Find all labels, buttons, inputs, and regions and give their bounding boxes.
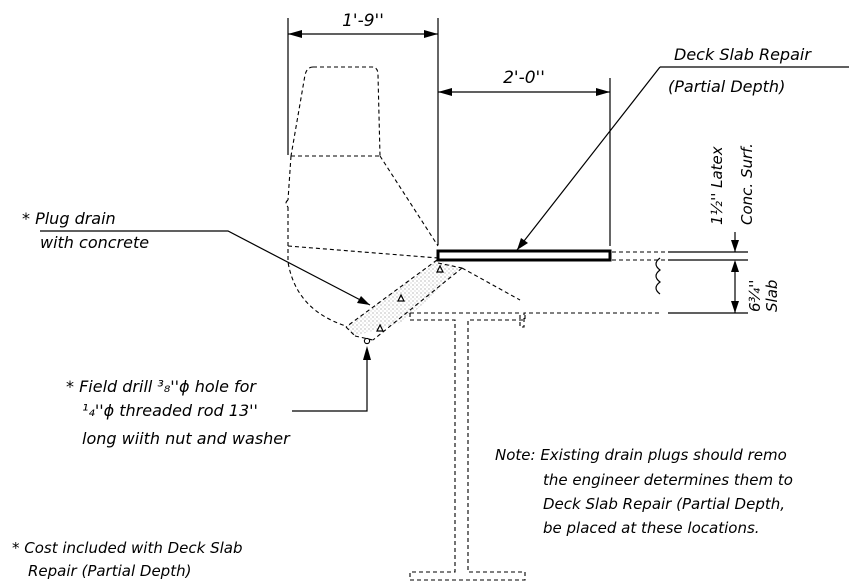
dimension-slab-thickness: 1½'' Latex Conc. Surf. 6¾'' Slab [668,143,781,314]
note-line1: Note: Existing drain plugs should remo [495,446,787,464]
dimension-2-0: 2'-0'' [438,68,611,246]
slab-thickness-label: 6¾'' [746,280,764,312]
footnote-line2: Repair (Partial Depth) [28,562,191,580]
note-line2: the engineer determines them to [543,471,793,489]
field-drill-callout: * Field drill ³₈''ϕ hole for ¹₄''ϕ threa… [66,346,371,448]
note-line4: be placed at these locations. [543,519,760,537]
deck-slab-repair-area [436,249,612,262]
latex-overlay-label: 1½'' Latex [708,146,726,225]
note-block: Note: Existing drain plugs should remo t… [495,446,793,537]
dimension-1-9: 1'-9'' [287,11,439,245]
deck-repair-callout: Deck Slab Repair (Partial Depth) [516,45,849,251]
cost-footnote: * Cost included with Deck Slab Repair (P… [12,539,243,580]
dimension-text-2-0: 2'-0'' [503,68,545,88]
deck-repair-label-line2: (Partial Depth) [668,77,785,96]
field-drill-label-line1: * Field drill ³₈''ϕ hole for [66,377,257,396]
steel-beam [409,313,526,581]
note-line3: Deck Slab Repair (Partial Depth, [543,495,785,513]
plug-drain-label-line1: * Plug drain [22,209,116,228]
plug-drain-callout: * Plug drain with concrete [22,209,371,306]
field-drill-label-line2: ¹₄''ϕ threaded rod 13'' [82,401,258,420]
deck-slab [410,249,665,328]
drain-inlet-outline [285,66,439,327]
footnote-line1: * Cost included with Deck Slab [12,539,243,557]
field-drill-label-line3: long wiith nut and washer [82,429,291,448]
concrete-plug [345,259,463,345]
dimension-text-1-9: 1'-9'' [342,11,384,31]
conc-surf-label: Conc. Surf. [738,143,756,225]
plug-drain-label-line2: with concrete [40,233,149,252]
deck-repair-label-line1: Deck Slab Repair [674,45,812,64]
slab-label: Slab [763,280,781,312]
